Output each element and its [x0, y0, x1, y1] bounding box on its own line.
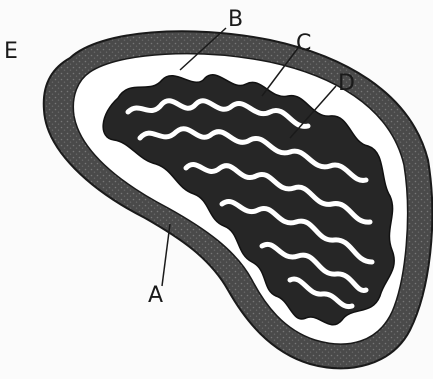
label-e: E	[4, 39, 18, 64]
leader-line-a	[162, 224, 170, 286]
label-b: B	[228, 7, 243, 32]
label-c: C	[296, 31, 311, 56]
label-a: A	[148, 283, 163, 308]
label-d: D	[338, 71, 355, 96]
